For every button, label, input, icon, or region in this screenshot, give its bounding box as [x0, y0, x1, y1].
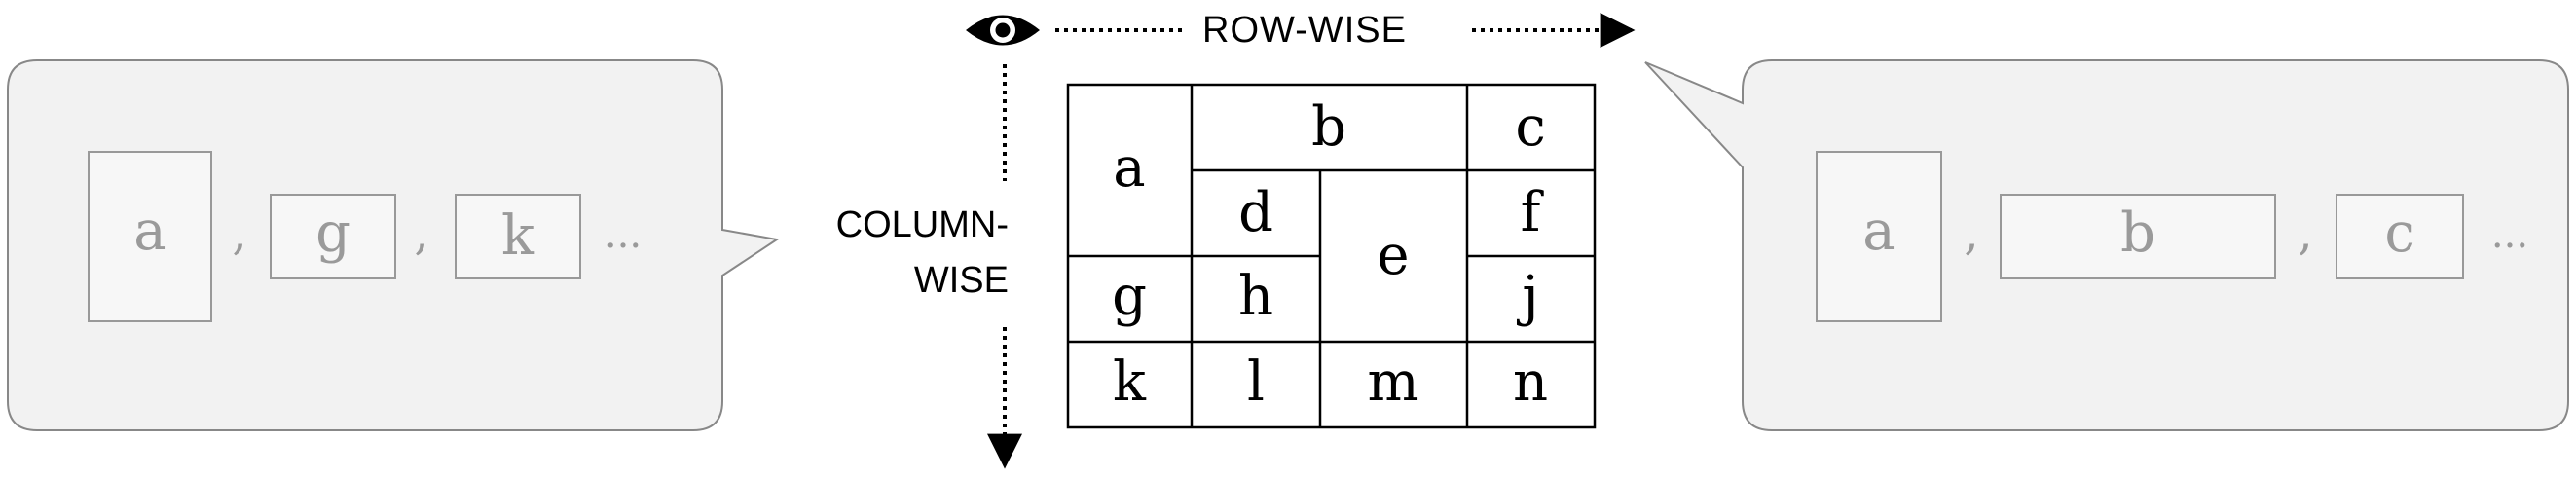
row-seq-box-2 — [2000, 194, 2276, 279]
table-cell-m: m — [1367, 350, 1418, 414]
table-cell-j: j — [1516, 265, 1538, 328]
table-cell-e: e — [1377, 224, 1409, 287]
row-seq-box-3 — [2336, 194, 2464, 279]
table-cell-n: n — [1513, 350, 1548, 414]
row-seq-box-1 — [1816, 151, 1942, 322]
merged-cell-table — [1066, 83, 1597, 429]
table-cell-l: l — [1247, 350, 1265, 414]
row-seq-item-2: b — [2120, 202, 2155, 265]
table-cell-f: f — [1521, 181, 1545, 244]
row-wise-bubble: a , b , c ... — [1644, 59, 2569, 431]
column-seq-sep-1: , — [232, 206, 246, 261]
column-seq-item-2: g — [315, 202, 350, 265]
table-cell-a: a — [1113, 136, 1145, 200]
row-seq-sep-1: , — [1964, 206, 1978, 261]
row-seq-ellipsis: ... — [2491, 212, 2528, 257]
table-cell-d: d — [1238, 181, 1273, 244]
row-seq-item-1: a — [1862, 200, 1895, 263]
table-cell-h: h — [1238, 265, 1273, 328]
table-cell-k: k — [1113, 350, 1147, 414]
column-wise-label-line1: COLUMN- — [836, 204, 1009, 245]
table-cell-g: g — [1112, 265, 1147, 328]
column-seq-item-3: k — [501, 204, 535, 268]
column-seq-ellipsis: ... — [605, 212, 642, 257]
row-seq-item-3: c — [2384, 202, 2414, 265]
column-wise-bubble: a , g , k ... — [7, 59, 780, 431]
table-cell-b: b — [1311, 95, 1346, 159]
column-seq-item-1: a — [133, 200, 166, 263]
column-wise-label-line2: WISE — [914, 260, 1009, 301]
column-seq-sep-2: , — [414, 206, 428, 261]
column-seq-box-2 — [270, 194, 396, 279]
eye-icon — [966, 15, 1040, 46]
row-seq-sep-2: , — [2298, 206, 2312, 261]
table-cell-c: c — [1515, 95, 1545, 159]
column-seq-box-1 — [88, 151, 212, 322]
row-wise-label: ROW-WISE — [1202, 10, 1407, 51]
column-seq-box-3 — [455, 194, 581, 279]
